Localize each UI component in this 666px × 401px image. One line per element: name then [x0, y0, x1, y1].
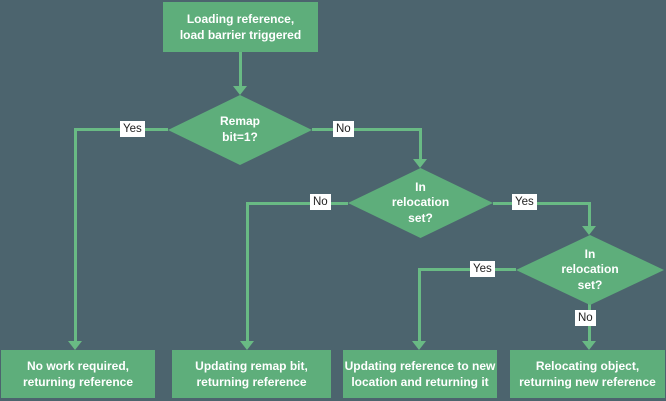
branch-label-no: No [333, 121, 354, 138]
arrowhead-down-icon [413, 159, 427, 168]
node-updating-remap-bit: Updating remap bit, returning reference [172, 350, 331, 398]
node-text-line: location and returning it [351, 375, 489, 389]
node-text-line: Updating remap bit, [195, 358, 308, 373]
arrowhead-down-icon [582, 341, 596, 350]
branch-label-yes: Yes [120, 121, 145, 138]
edge-start-to-remap [239, 52, 242, 88]
node-text-line: Remap [219, 114, 260, 129]
node-text-line: In [415, 179, 426, 194]
edge-remap-yes-vertical [74, 128, 77, 342]
arrowhead-down-icon [582, 226, 596, 235]
node-relocating-object: Relocating object, returning new referen… [510, 350, 665, 398]
node-updating-reference: Updating reference to new location and r… [343, 350, 497, 398]
node-text-line: In [584, 246, 596, 261]
node-text-line: returning new reference [519, 375, 656, 389]
node-text-line: set? [408, 210, 433, 225]
arrowhead-down-icon [233, 86, 247, 95]
node-text-line: Updating reference to new [344, 358, 496, 373]
edge-remap-no-vertical [419, 128, 422, 162]
edge-reloc2-yes-vertical [418, 268, 421, 342]
node-text-line: relocation [391, 195, 450, 210]
edge-reloc1-yes-horizontal [493, 202, 591, 205]
branch-label-no: No [575, 310, 596, 327]
node-text-line: Relocating object, [535, 358, 640, 373]
node-text-line: load barrier triggered [179, 28, 302, 42]
branch-label-yes: Yes [470, 261, 495, 278]
node-text-line: returning reference [196, 375, 307, 389]
branch-label-yes: Yes [512, 194, 537, 211]
edge-reloc1-yes-vertical [588, 202, 591, 228]
decision-remap-bit: Remap bit=1? [168, 95, 312, 165]
edge-reloc1-no-vertical [246, 202, 249, 342]
node-loading-reference: Loading reference, load barrier triggere… [163, 2, 318, 52]
node-no-work-required: No work required, returning reference [1, 350, 155, 398]
node-text-line: Loading reference, [186, 11, 295, 26]
decision-in-relocation-set-1: In relocation set? [348, 168, 493, 238]
node-text-line: set? [577, 277, 603, 292]
arrowhead-down-icon [412, 341, 426, 350]
node-text-line: No work required, [26, 358, 130, 373]
edge-remap-no-horizontal [312, 128, 422, 131]
arrowhead-down-icon [240, 341, 254, 350]
edge-reloc2-yes-horizontal [418, 268, 516, 271]
node-text-line: relocation [561, 262, 619, 277]
arrowhead-down-icon [68, 341, 82, 350]
branch-label-no: No [310, 194, 331, 211]
node-text-line: bit=1? [222, 130, 258, 144]
decision-in-relocation-set-2: In relocation set? [516, 235, 664, 305]
edge-reloc1-no-horizontal [246, 202, 348, 205]
node-text-line: returning reference [22, 375, 134, 389]
